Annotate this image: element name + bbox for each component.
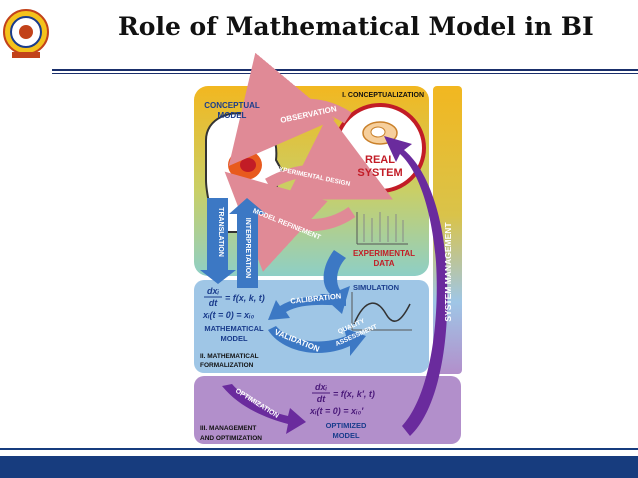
math-eq-numerator: dxᵢ	[207, 286, 220, 296]
conceptualization-section-label: I. CONCEPTUALIZATION	[342, 92, 424, 99]
formalization-section-label-line1: II. MATHEMATICAL	[200, 353, 259, 360]
opt-eq-rhs: = f(x, k′, t)	[333, 389, 375, 399]
management-section-label-line2: AND OPTIMIZATION	[200, 435, 262, 442]
validation-arrow	[268, 326, 366, 356]
real-system-label-line1: REAL	[365, 154, 395, 166]
formalization-section-label-line2: FORMALIZATION	[200, 362, 254, 369]
title-underline-rule-thin	[52, 73, 638, 74]
math-eq-denominator: dt	[209, 298, 218, 308]
cell-nucleus-icon	[370, 126, 386, 138]
conceptual-model-label-line2: MODEL	[218, 111, 247, 120]
footer-bar	[0, 456, 638, 478]
translation-label: TRANSLATION	[217, 207, 224, 257]
opt-eq-initial-condition: xᵢ(t = 0) = xᵢ₀′	[309, 406, 364, 416]
model-refinement-arrow	[224, 171, 356, 272]
observation-arrow	[228, 52, 352, 166]
opt-eq-numerator: dxᵢ	[315, 382, 328, 392]
opt-eq-denominator: dt	[317, 394, 326, 404]
optimization-arrow	[222, 384, 306, 434]
optimized-model-label-line1: OPTIMIZED	[326, 421, 367, 430]
system-management-label: SYSTEM MANAGEMENT	[443, 222, 453, 322]
optimized-model-label-line2: MODEL	[332, 431, 360, 440]
experimental-data-label-line2: DATA	[373, 259, 394, 268]
mathematical-model-label-line1: MATHEMATICAL	[204, 324, 264, 333]
management-section-label-line1: III. MANAGEMENT	[200, 425, 256, 432]
footer-rule-thin	[0, 448, 638, 450]
title-underline-rule	[52, 69, 638, 71]
system-management-arrow	[384, 136, 448, 436]
brain-idea-core-icon	[240, 158, 256, 172]
mathematical-model-label-line2: MODEL	[220, 334, 248, 343]
translation-arrow	[200, 198, 236, 284]
simulation-plot-icon	[351, 292, 412, 331]
math-eq-rhs: = f(x, k, t)	[225, 293, 265, 303]
calibration-arrow	[268, 296, 346, 320]
slide-title: Role of Mathematical Model in BI	[118, 12, 594, 41]
real-system-label-line2: SYSTEM	[357, 167, 402, 179]
interpretation-label: INTERPRETATION	[244, 218, 251, 278]
conceptual-model-label-line1: CONCEPTUAL	[204, 101, 260, 110]
institution-logo	[2, 2, 50, 62]
interpretation-arrow	[229, 198, 266, 288]
math-eq-initial-condition: xᵢ(t = 0) = xᵢ₀	[202, 310, 255, 320]
simulation-label: SIMULATION	[353, 283, 399, 292]
management-panel	[194, 376, 461, 444]
experimental-data-plot-icon	[356, 212, 408, 245]
experimental-data-label-line1: EXPERIMENTAL	[353, 249, 415, 258]
